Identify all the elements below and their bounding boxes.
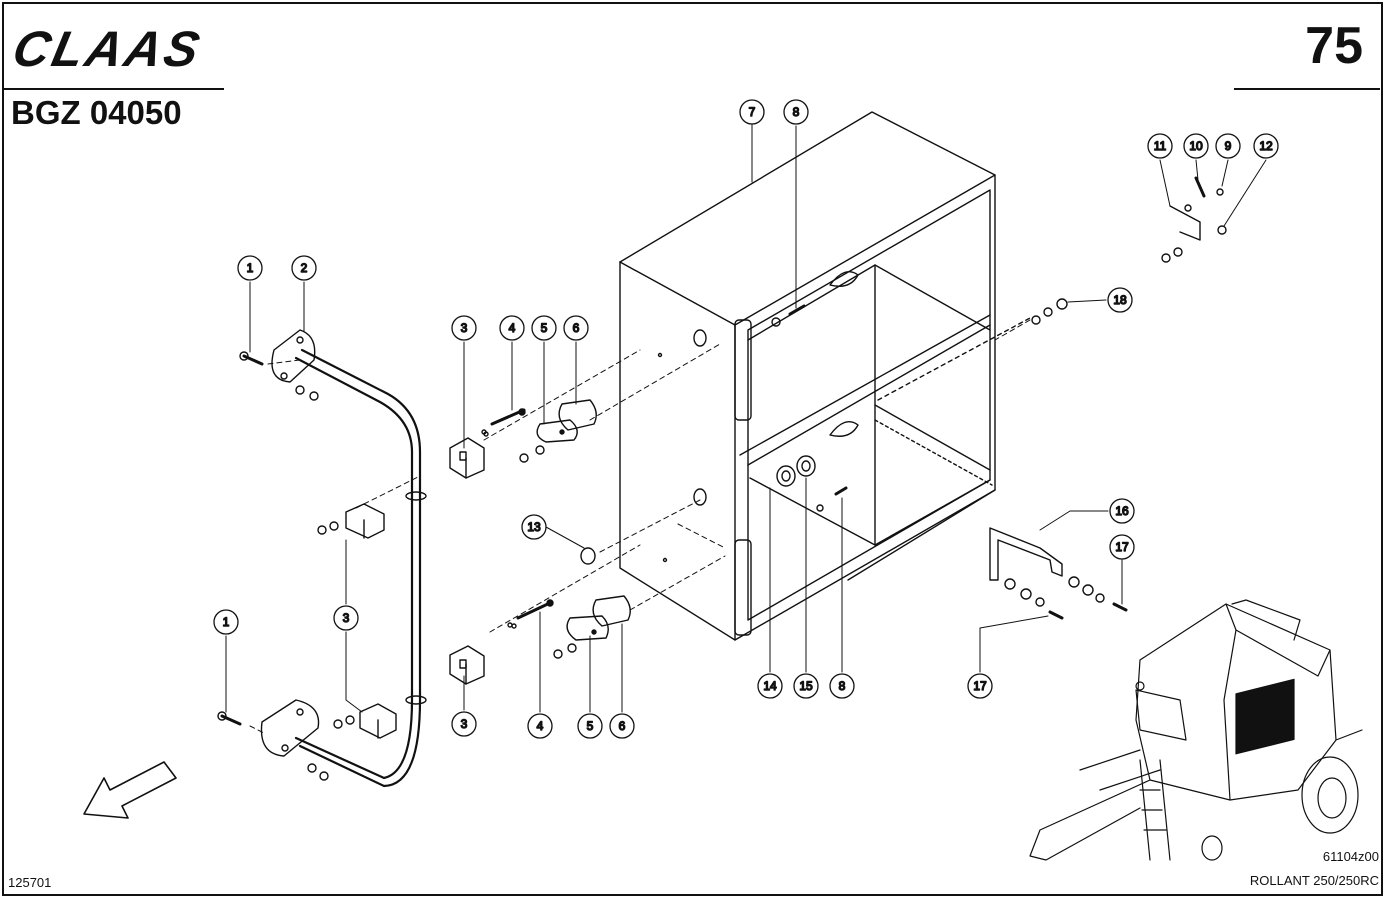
callout-2: 2 xyxy=(291,255,317,281)
plate-6-upper xyxy=(558,399,597,431)
callout-label: 18 xyxy=(1113,293,1127,307)
group-code: BGZ 04050 xyxy=(11,94,182,131)
callout-label: 3 xyxy=(461,717,468,731)
storage-box xyxy=(619,111,1031,641)
callout-label: 9 xyxy=(1225,139,1232,153)
plate-5-lower xyxy=(566,615,609,641)
plate-5-upper xyxy=(536,419,578,443)
direction-arrow-icon xyxy=(83,761,177,819)
callout-label: 16 xyxy=(1115,504,1129,518)
callout-17-right: 17 xyxy=(1109,534,1135,560)
callout-14: 14 xyxy=(757,673,783,699)
callout-label: 1 xyxy=(223,615,230,629)
callout-label: 14 xyxy=(763,679,777,693)
model-name: ROLLANT 250/250RC xyxy=(1249,873,1379,888)
callout-label: 5 xyxy=(587,719,594,733)
header-divider-right xyxy=(1234,88,1380,90)
callout-16: 16 xyxy=(1109,498,1135,524)
callout-label: 2 xyxy=(301,261,308,275)
assembly-lines xyxy=(249,319,1031,735)
callout-8-lower: 8 xyxy=(829,673,855,699)
callout-9: 9 xyxy=(1215,133,1241,159)
callout-label: 4 xyxy=(509,321,516,335)
callout-label: 6 xyxy=(619,719,626,733)
callout-label: 4 xyxy=(537,719,544,733)
bolt-lower xyxy=(507,599,554,628)
fasteners xyxy=(217,176,1227,781)
callout-label: 3 xyxy=(461,321,468,335)
callout-1-upper: 1 xyxy=(237,255,263,281)
callout-label: 10 xyxy=(1189,139,1203,153)
callout-5-lower: 5 xyxy=(577,713,603,739)
callout-4-upper: 4 xyxy=(499,315,525,341)
callout-label: 15 xyxy=(799,679,813,693)
leader-lines xyxy=(225,123,1267,713)
callout-label: 17 xyxy=(1115,540,1129,554)
clamp-block-upper-left xyxy=(345,503,385,539)
callout-label: 1 xyxy=(247,261,254,275)
callout-8-upper: 8 xyxy=(783,99,809,125)
callout-17-lower: 17 xyxy=(967,673,993,699)
callout-3-upper: 3 xyxy=(451,315,477,341)
callout-7: 7 xyxy=(739,99,765,125)
callout-label: 5 xyxy=(541,321,548,335)
page-number: 75 xyxy=(1305,17,1363,75)
callout-label: 6 xyxy=(573,321,580,335)
clamp-block-lower-right xyxy=(449,645,485,685)
callout-label: 3 xyxy=(343,611,350,625)
callout-5-upper: 5 xyxy=(531,315,557,341)
drawing-number: 61104z00 xyxy=(1322,849,1379,864)
callout-label: 11 xyxy=(1154,139,1167,153)
bolt-upper xyxy=(481,408,526,435)
callout-label: 13 xyxy=(527,520,541,534)
plate-6-lower xyxy=(592,595,631,627)
clamp-block-upper-right xyxy=(449,437,485,479)
callout-13: 13 xyxy=(521,514,547,540)
callout-label: 8 xyxy=(793,105,800,119)
holder-tube xyxy=(260,329,427,788)
clamp-block-lower-left xyxy=(359,703,397,739)
callout-4-lower: 4 xyxy=(527,713,553,739)
callout-3-lower: 3 xyxy=(451,711,477,737)
document-number: 125701 xyxy=(8,875,52,890)
callout-15: 15 xyxy=(793,673,819,699)
callout-3-left: 3 xyxy=(333,605,359,631)
callout-6-lower: 6 xyxy=(609,713,635,739)
callout-label: 8 xyxy=(839,679,846,693)
callout-11: 11 xyxy=(1147,133,1173,159)
callout-6-upper: 6 xyxy=(563,315,589,341)
callout-label: 7 xyxy=(749,105,756,119)
callout-12: 12 xyxy=(1253,133,1279,159)
callout-18: 18 xyxy=(1107,287,1133,313)
baler-overview-icon xyxy=(1029,599,1363,861)
callout-label: 12 xyxy=(1259,139,1273,153)
callout-1-lower: 1 xyxy=(213,609,239,635)
callout-label: 17 xyxy=(973,679,987,693)
callout-10: 10 xyxy=(1183,133,1209,159)
header-divider-left xyxy=(4,88,224,90)
